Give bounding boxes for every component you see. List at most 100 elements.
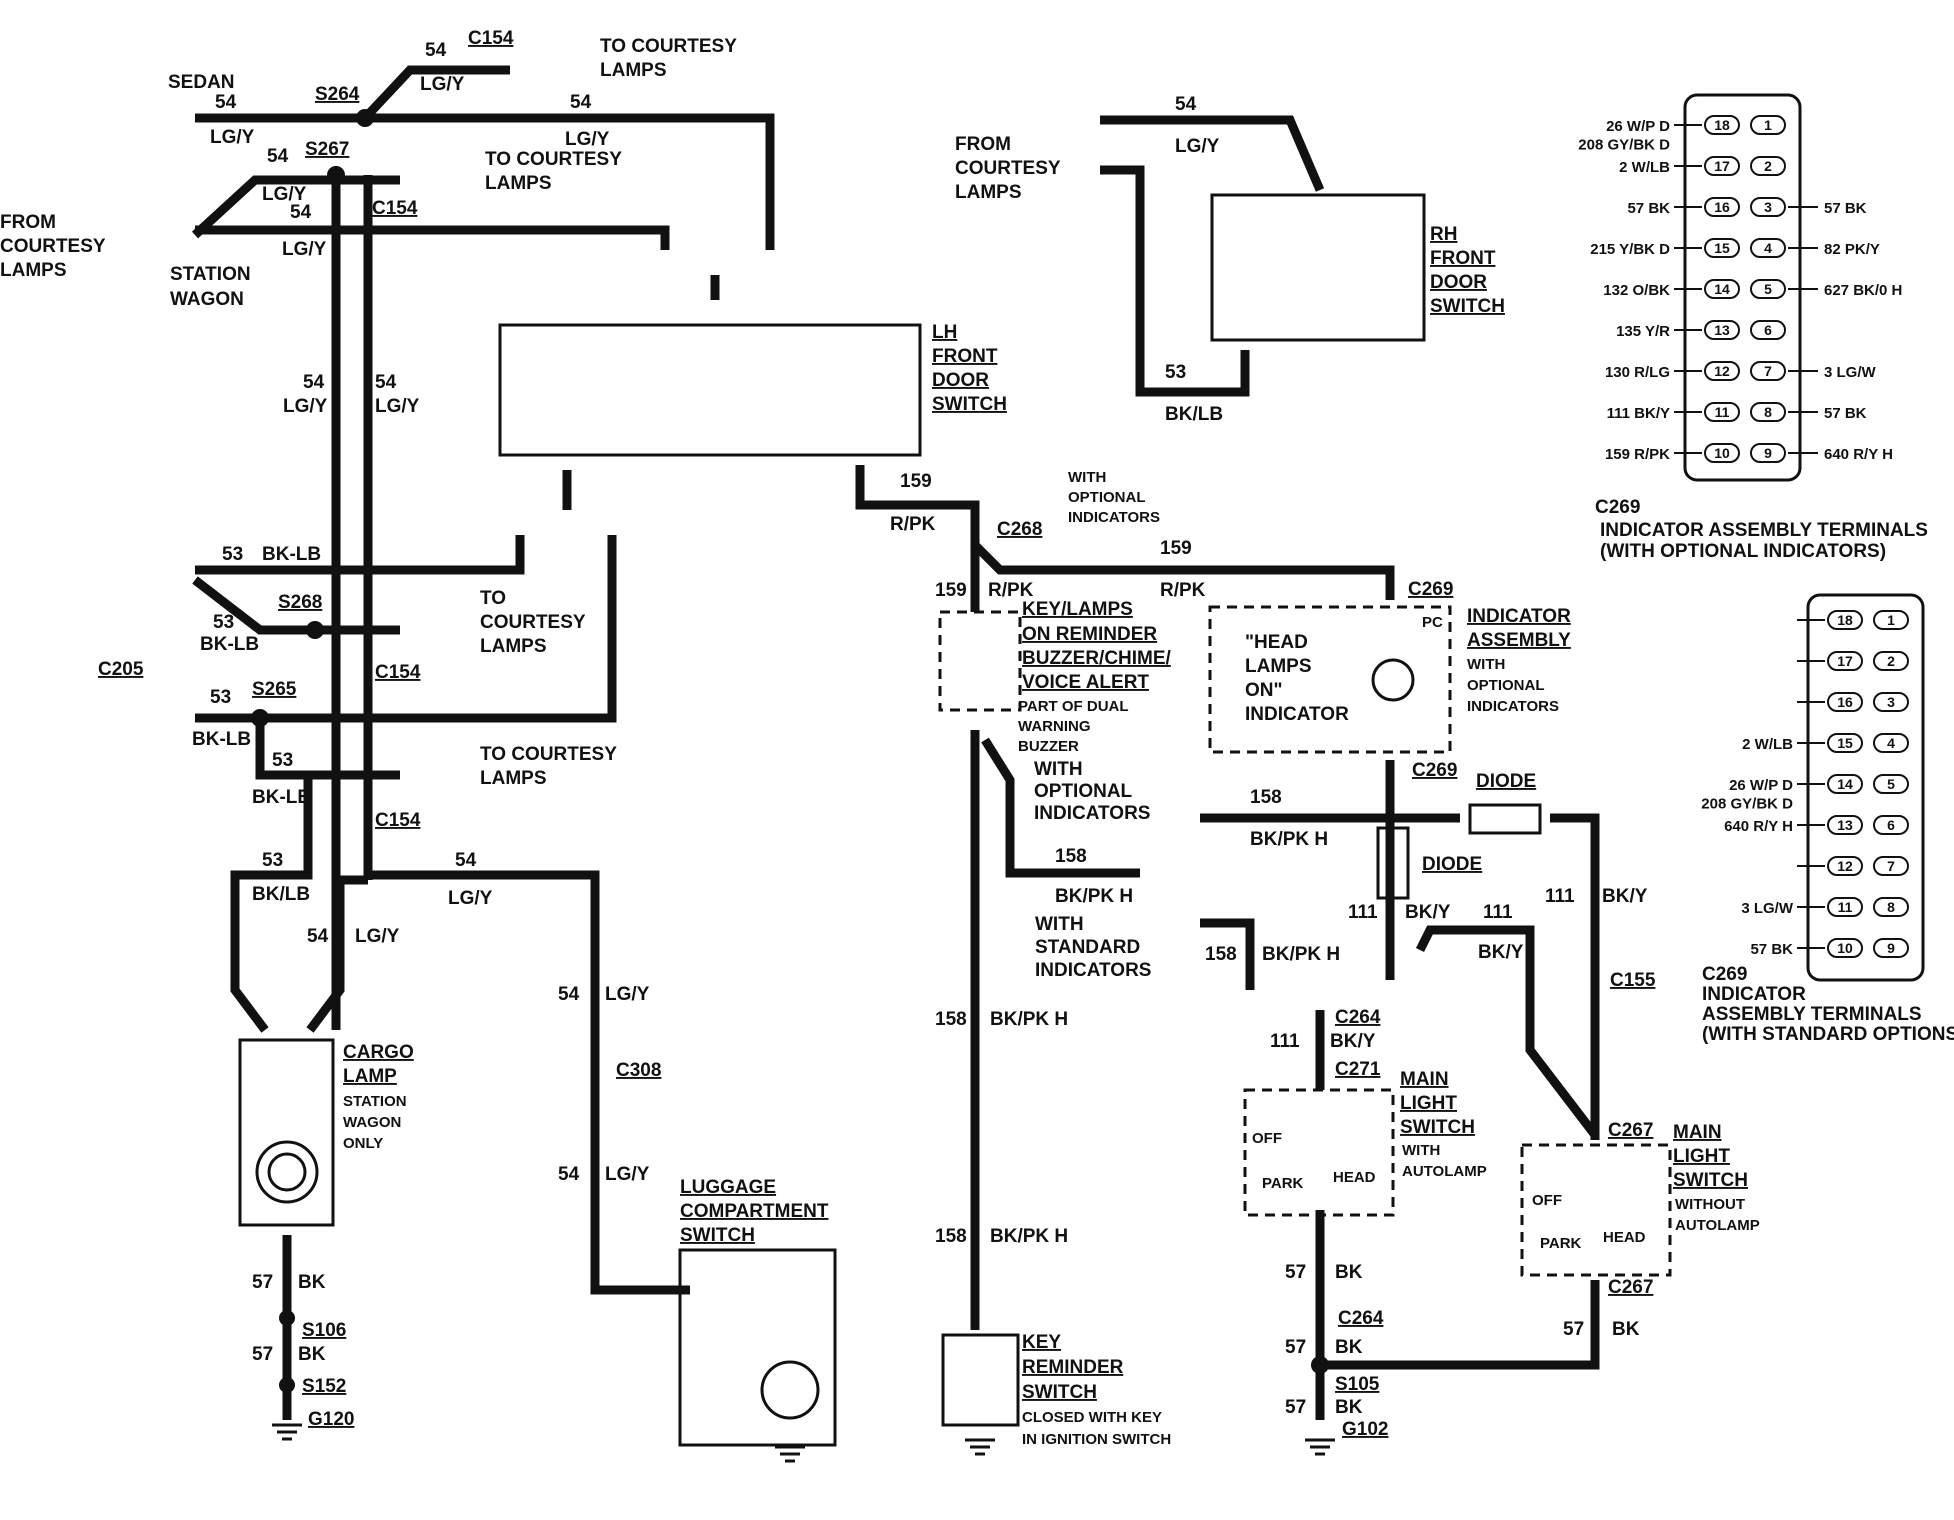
label-indicators-1: INDICATORS	[1068, 509, 1160, 526]
label-bkpkh-e: BK/PK H	[1262, 944, 1340, 965]
pin-number: 7	[1887, 858, 1895, 874]
label-main-2: MAIN	[1673, 1122, 1722, 1143]
pin-cavity	[1750, 156, 1786, 176]
pin-right-label: 82 PK/Y	[1824, 241, 1880, 258]
label-c154-b: C154	[372, 198, 418, 219]
label-assembly: ASSEMBLY	[1467, 630, 1571, 651]
label-to-courtesy-4: TO COURTESY	[480, 744, 617, 765]
label-w57-d: 57	[1285, 1337, 1306, 1358]
pin-number: 13	[1837, 817, 1853, 833]
pin-number: 4	[1764, 240, 1772, 256]
label-off-1: OFF	[1252, 1130, 1282, 1147]
label-w53-a: 53	[222, 544, 243, 565]
label-switch-m1: SWITCH	[1400, 1117, 1475, 1138]
label-to-courtesy-2: TO COURTESY	[485, 149, 622, 170]
pin-number: 8	[1887, 899, 1895, 915]
label-c271: C271	[1335, 1059, 1381, 1080]
splice-dot	[327, 166, 345, 184]
pin-cavity	[1750, 238, 1786, 258]
pin-number: 12	[1837, 858, 1853, 874]
main-light-switch-autolamp-box	[1243, 1088, 1395, 1217]
label-w159-a: 159	[900, 471, 932, 492]
label-lgy-b: LG/Y	[420, 74, 465, 95]
label-rpk-a: R/PK	[890, 514, 936, 535]
label-c205: C205	[98, 659, 144, 680]
pin-left-label: 3 LG/W	[1741, 900, 1794, 917]
label-s268: S268	[278, 592, 322, 613]
c269-connector-standard	[1806, 593, 1925, 982]
pin-cavity	[1873, 692, 1909, 712]
pin-number: 16	[1714, 199, 1730, 215]
pin-cavity	[1827, 733, 1863, 753]
pin-number: 2	[1764, 158, 1772, 174]
label-optional-ia: OPTIONAL	[1467, 677, 1545, 694]
label-lgy-g: LG/Y	[375, 396, 420, 417]
label-s152: S152	[302, 1376, 346, 1397]
label-w53-b: 53	[213, 612, 234, 633]
label-bk-f: BK	[1335, 1397, 1363, 1418]
label-w57-c: 57	[1285, 1262, 1306, 1283]
label-w54-c: 54	[570, 92, 592, 113]
label-bklb-e: BK/LB	[252, 884, 310, 905]
pin-number: 6	[1887, 817, 1895, 833]
label-w158-a: 158	[1055, 846, 1087, 867]
pin-number: 5	[1887, 776, 1895, 792]
pin-number: 10	[1714, 445, 1730, 461]
pin-number: 7	[1764, 363, 1772, 379]
pin-number: 4	[1887, 735, 1895, 751]
label-from-courtesy-r: FROM	[955, 134, 1011, 155]
label-autolamp: AUTOLAMP	[1402, 1163, 1487, 1180]
pin-right-label: 627 BK/0 H	[1824, 282, 1902, 299]
pin-cavity	[1704, 197, 1740, 217]
pin-number: 8	[1764, 404, 1772, 420]
label-head-1: HEAD	[1333, 1169, 1376, 1186]
label-compartment: COMPARTMENT	[680, 1201, 829, 1222]
pin-left-label: 215 Y/BK D	[1590, 241, 1670, 258]
label-key: KEY	[1022, 1332, 1061, 1353]
label-light-2: LIGHT	[1673, 1146, 1730, 1167]
indicator-assembly-box	[1208, 605, 1452, 754]
label-with-std: WITH	[1035, 914, 1084, 935]
head-lamps-on-lamp-icon	[1371, 658, 1415, 702]
pin-number: 16	[1837, 694, 1853, 710]
pin-number: 1	[1887, 612, 1895, 628]
label-bky-a: BK/Y	[1602, 886, 1648, 907]
label-w159-b: 159	[1160, 538, 1192, 559]
pin-cavity	[1750, 197, 1786, 217]
label-lamps-l: LAMPS	[0, 260, 67, 281]
splice-dot	[356, 109, 374, 127]
label-w54-b: 54	[425, 40, 447, 61]
pin-number: 3	[1764, 199, 1772, 215]
splice-dot	[306, 621, 324, 639]
label-indicator-h: INDICATOR	[1245, 704, 1349, 725]
label-lamps-2: LAMPS	[485, 173, 552, 194]
pin-cavity	[1873, 774, 1909, 794]
pin-cavity	[1827, 815, 1863, 835]
label-bklb-a: BK-LB	[262, 544, 321, 565]
label-with-opt-2: WITH	[1034, 759, 1083, 780]
label-w54-j: 54	[558, 984, 580, 1005]
pin-cavity	[1827, 897, 1863, 917]
pin-cavity	[1873, 856, 1909, 876]
label-wagon: WAGON	[170, 289, 244, 310]
ground-icon	[272, 1423, 302, 1441]
label-to-courtesy-1: TO COURTESY	[600, 36, 737, 57]
label-autolamp-2: AUTOLAMP	[1675, 1217, 1760, 1234]
label-w54-a: 54	[215, 92, 237, 113]
label-w54-f: 54	[303, 372, 325, 393]
label-reminder: REMINDER	[1022, 1357, 1124, 1378]
pin-number: 11	[1838, 899, 1853, 915]
pin-left-label: 111 BK/Y	[1607, 405, 1670, 422]
pin-number: 10	[1837, 940, 1853, 956]
pin-number: 9	[1887, 940, 1895, 956]
label-switch-m2: SWITCH	[1673, 1170, 1748, 1191]
label-bky-c: BK/Y	[1478, 942, 1524, 963]
label-w111-b: 111	[1348, 902, 1378, 923]
pin-number: 18	[1837, 612, 1853, 628]
pin-number: 14	[1714, 281, 1730, 297]
label-cargo: CARGO	[343, 1042, 414, 1063]
label-light-1: LIGHT	[1400, 1093, 1457, 1114]
pin-number: 18	[1714, 117, 1730, 133]
